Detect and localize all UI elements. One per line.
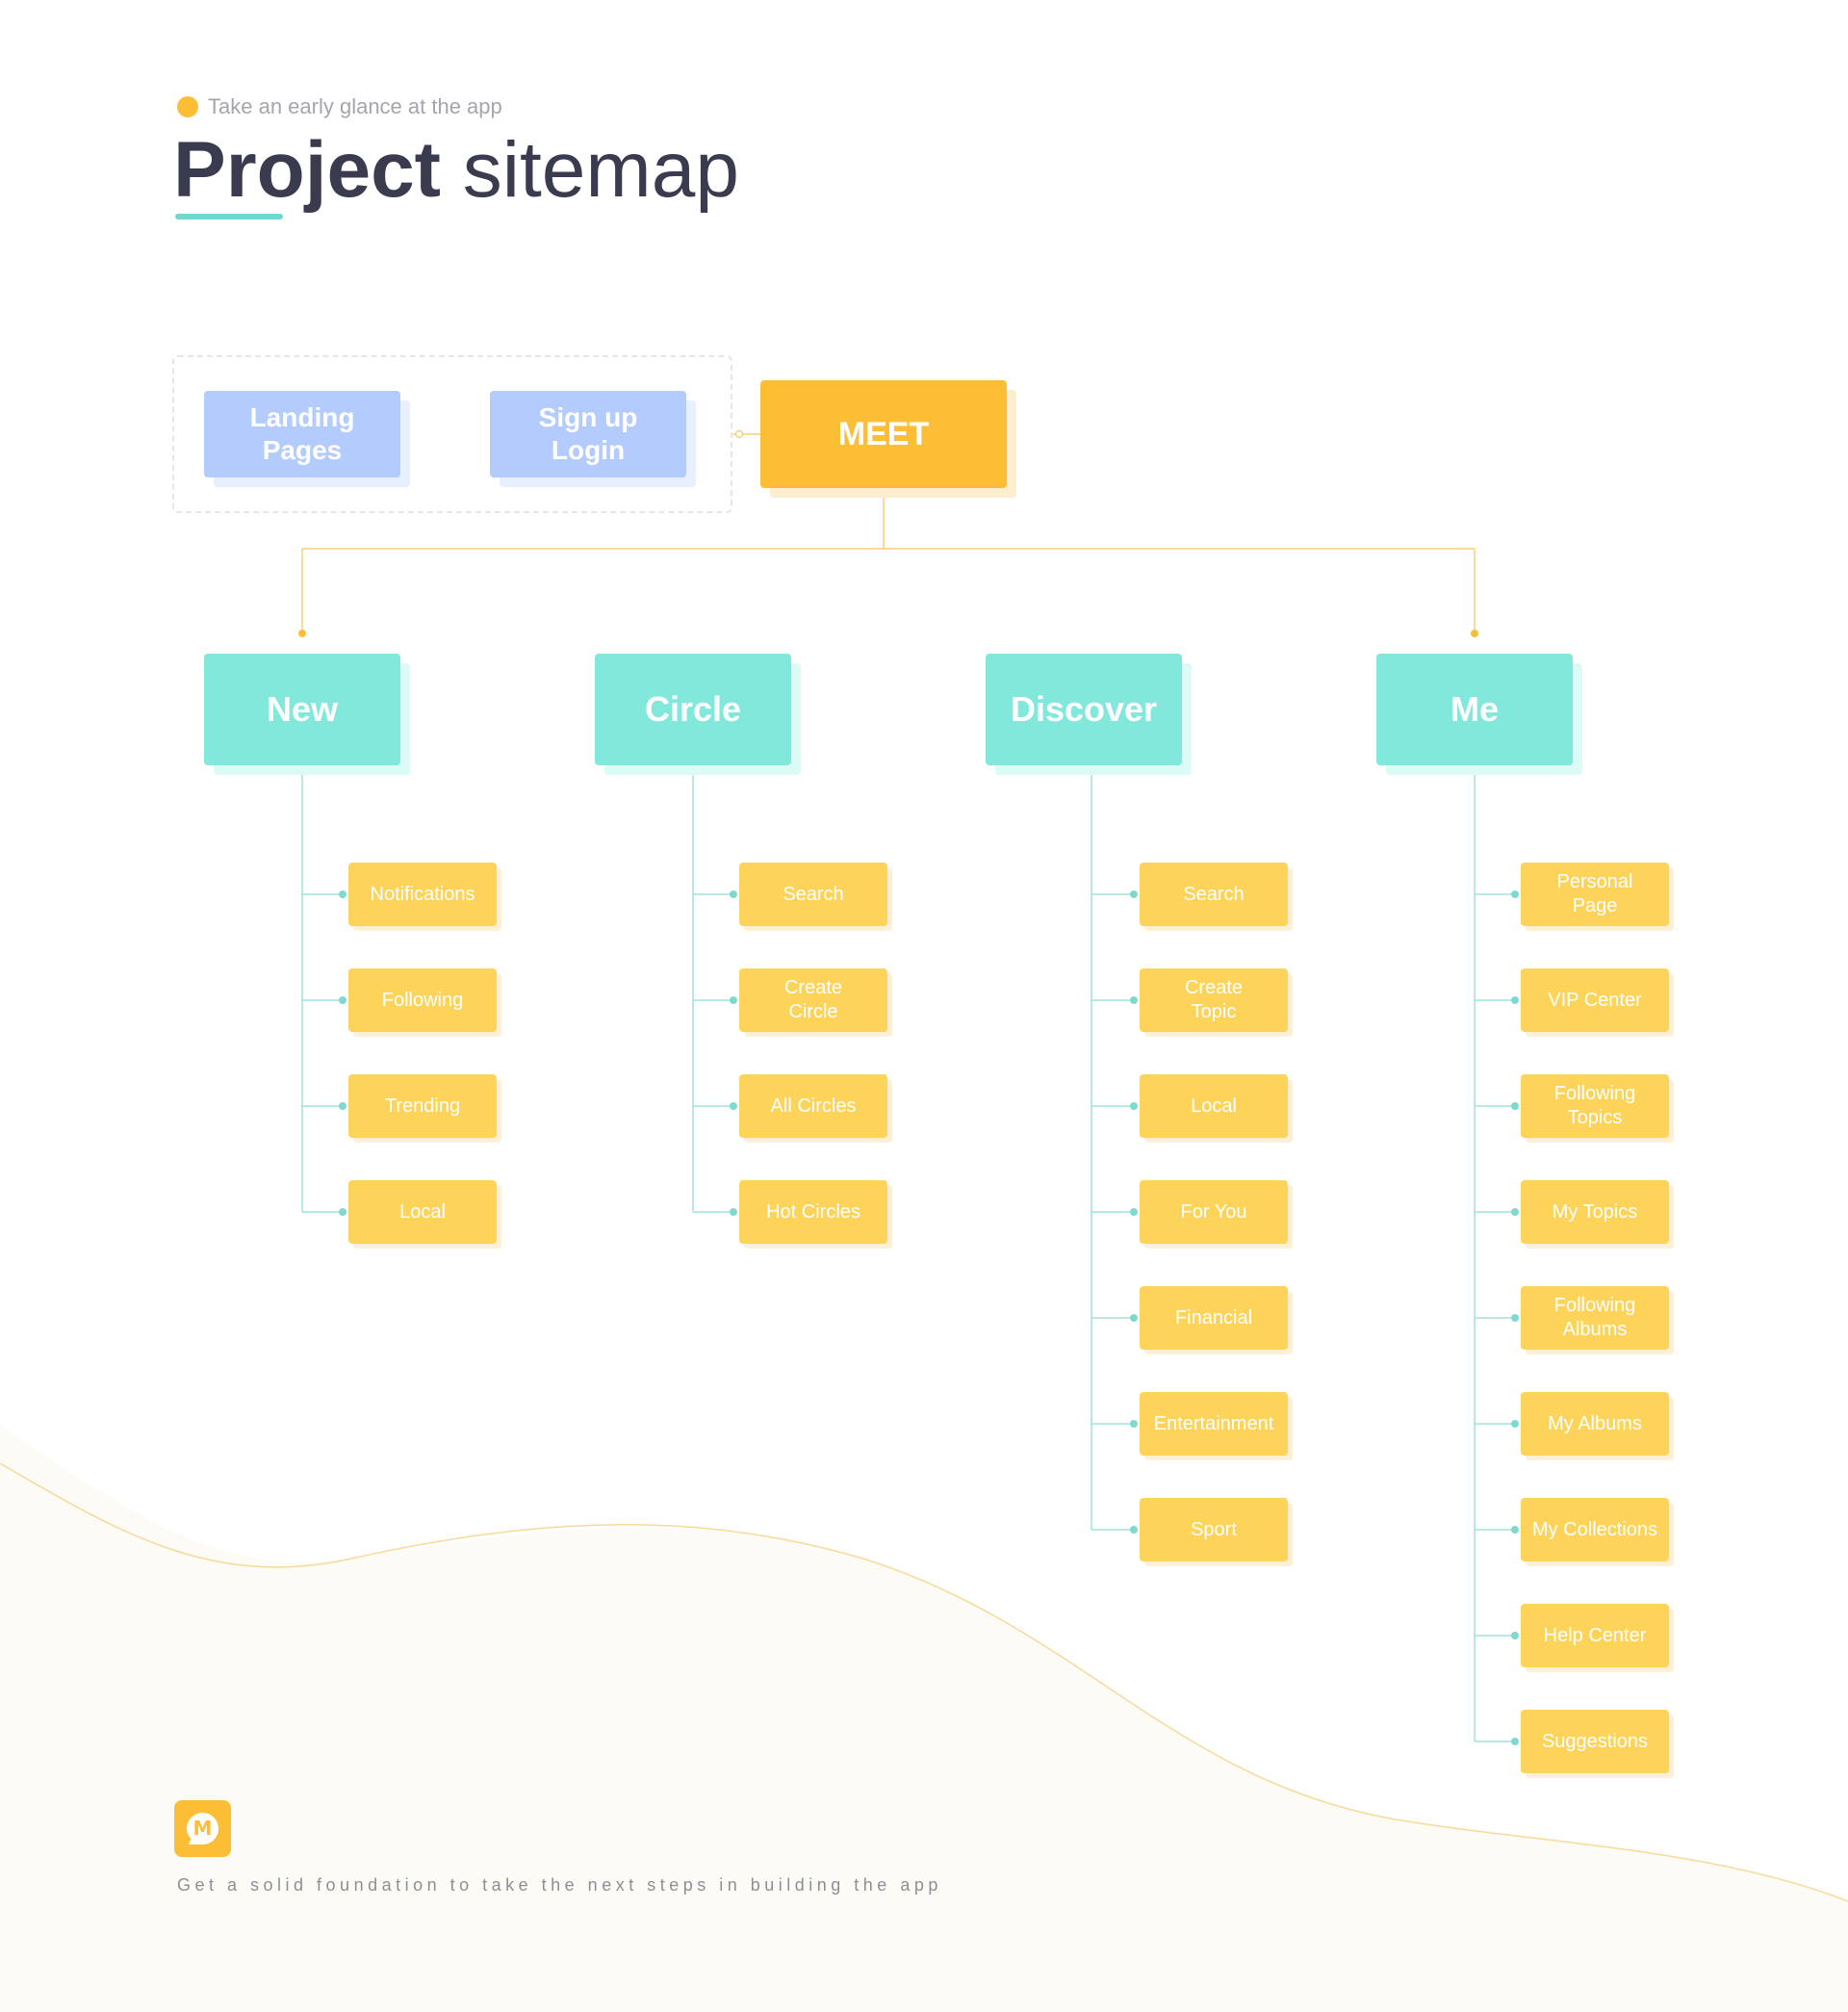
connector-dot xyxy=(1511,890,1519,898)
connector-dot xyxy=(1511,1420,1519,1428)
page-new-following[interactable]: Following xyxy=(348,968,497,1032)
connector-dot xyxy=(339,996,346,1004)
page-new-notifications[interactable]: Notifications xyxy=(348,863,497,926)
connector-dot xyxy=(339,1208,346,1216)
connector-dot xyxy=(1130,1420,1138,1428)
connector-dot xyxy=(730,1208,737,1216)
page-discover-entertainment[interactable]: Entertainment xyxy=(1140,1392,1288,1456)
page-discover-for-you[interactable]: For You xyxy=(1140,1180,1288,1244)
connector-dot xyxy=(730,890,737,898)
connector-dot xyxy=(1511,996,1519,1004)
connector-dot xyxy=(1511,1526,1519,1534)
footer-text: Get a solid foundation to take the next … xyxy=(177,1875,942,1895)
svg-text:M: M xyxy=(193,1817,213,1840)
page-circle-all-circles[interactable]: All Circles xyxy=(739,1074,887,1138)
connector-dot xyxy=(1130,1102,1138,1110)
page-me-my-collections[interactable]: My Collections xyxy=(1521,1498,1669,1561)
meet-logo-icon: M xyxy=(174,1800,231,1857)
page-new-trending[interactable]: Trending xyxy=(348,1074,497,1138)
card-meet[interactable]: MEET xyxy=(760,380,1007,488)
pre-app-group xyxy=(172,355,732,513)
page-circle-search[interactable]: Search xyxy=(739,863,887,926)
bullet-dot-icon xyxy=(177,96,198,117)
page-discover-sport[interactable]: Sport xyxy=(1140,1498,1288,1561)
title-underline xyxy=(175,214,283,219)
category-circle[interactable]: Circle xyxy=(595,654,791,765)
page-discover-create-topic[interactable]: Create Topic xyxy=(1140,968,1288,1032)
page-new-local[interactable]: Local xyxy=(348,1180,497,1244)
category-me[interactable]: Me xyxy=(1376,654,1573,765)
connector-dot xyxy=(1511,1102,1519,1110)
connector-dot xyxy=(339,1102,346,1110)
page-me-my-topics[interactable]: My Topics xyxy=(1521,1180,1669,1244)
connector-dot xyxy=(1130,996,1138,1004)
page-circle-create-circle[interactable]: Create Circle xyxy=(739,968,887,1032)
page-me-help-center[interactable]: Help Center xyxy=(1521,1604,1669,1667)
category-new[interactable]: New xyxy=(204,654,400,765)
connector-dot xyxy=(298,630,306,637)
page-me-following-topics[interactable]: Following Topics xyxy=(1521,1074,1669,1138)
page-me-my-albums[interactable]: My Albums xyxy=(1521,1392,1669,1456)
connector-dot xyxy=(1511,1632,1519,1639)
page-discover-financial[interactable]: Financial xyxy=(1140,1286,1288,1350)
page-discover-local[interactable]: Local xyxy=(1140,1074,1288,1138)
connector-dot xyxy=(1511,1738,1519,1745)
title-light: sitemap xyxy=(462,126,739,214)
connector-dot xyxy=(730,996,737,1004)
page-discover-search[interactable]: Search xyxy=(1140,863,1288,926)
connector-dot xyxy=(339,890,346,898)
connector-dot xyxy=(730,1102,737,1110)
eyebrow-text: Take an early glance at the app xyxy=(208,94,502,118)
card-landing-pages[interactable]: Landing Pages xyxy=(204,391,400,477)
page-me-vip-center[interactable]: VIP Center xyxy=(1521,968,1669,1032)
page-me-personal-page[interactable]: Personal Page xyxy=(1521,863,1669,926)
card-sign-up-login[interactable]: Sign up Login xyxy=(490,391,686,477)
eyebrow: Take an early glance at the app xyxy=(177,93,502,120)
page-me-following-albums[interactable]: Following Albums xyxy=(1521,1286,1669,1350)
connector-dot xyxy=(1471,630,1478,637)
page-circle-hot-circles[interactable]: Hot Circles xyxy=(739,1180,887,1244)
title-bold: Project xyxy=(173,126,441,214)
connector-dot xyxy=(1511,1208,1519,1216)
connector-dot xyxy=(1130,890,1138,898)
category-discover[interactable]: Discover xyxy=(986,654,1182,765)
connector-dot xyxy=(1130,1208,1138,1216)
connector-dot xyxy=(1130,1314,1138,1322)
page-me-suggestions[interactable]: Suggestions xyxy=(1521,1710,1669,1773)
connector-dot xyxy=(1511,1314,1519,1322)
connector-dot xyxy=(1130,1526,1138,1534)
connector-dot xyxy=(734,429,744,439)
page-title: Project sitemap xyxy=(173,117,739,223)
